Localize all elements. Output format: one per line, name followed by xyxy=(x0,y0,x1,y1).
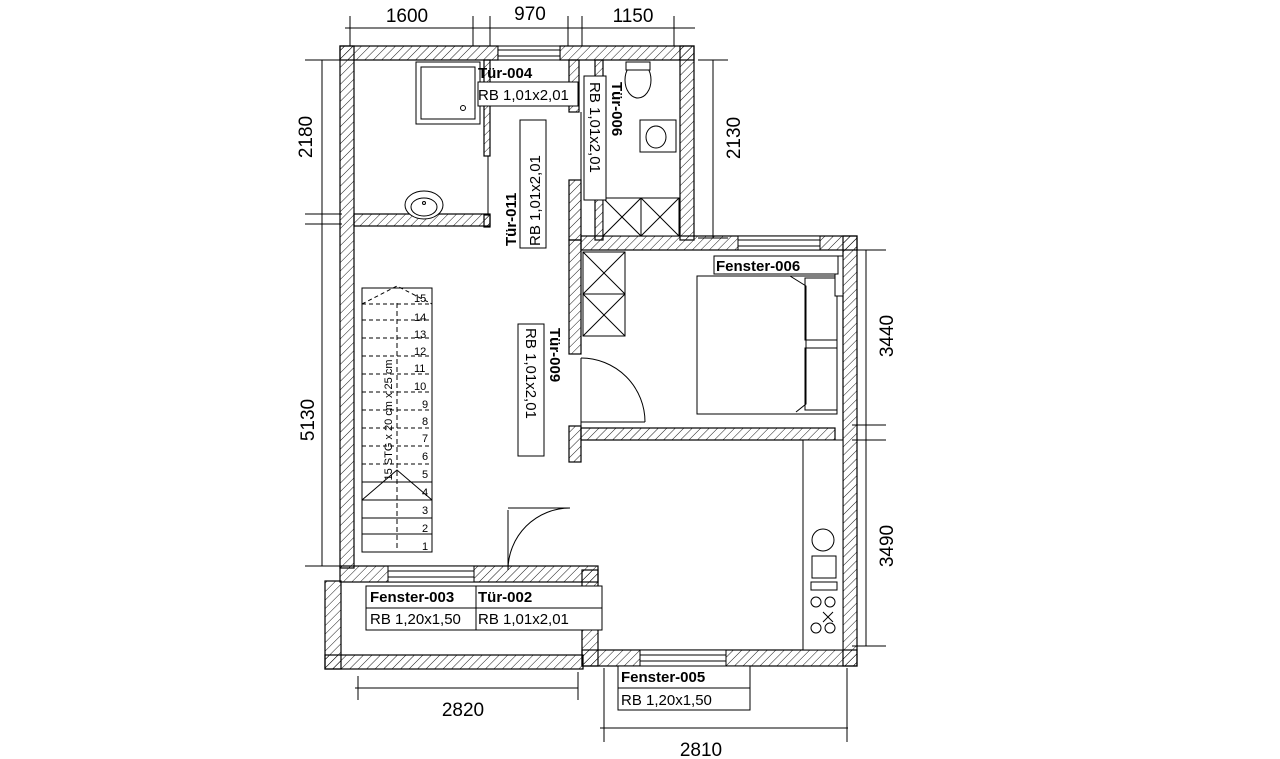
door-009-name: Tür-009 xyxy=(546,328,563,382)
window-006-name: Fenster-006 xyxy=(716,258,800,275)
step-15: 15 xyxy=(414,293,426,305)
door-tag-009: Tür-009 RB 1,01x2,01 xyxy=(517,323,563,457)
dim-top-3: 1150 xyxy=(613,6,654,27)
dim-right-2: 3440 xyxy=(877,315,898,357)
step-8: 8 xyxy=(422,416,428,428)
step-11: 11 xyxy=(414,363,425,375)
door-swings xyxy=(487,112,646,571)
dim-top-2: 970 xyxy=(514,4,546,25)
door-011-name: Tür-011 xyxy=(503,193,520,246)
dim-bottom-1: 2820 xyxy=(442,700,484,721)
step-3: 3 xyxy=(422,505,428,517)
step-4: 4 xyxy=(422,487,428,499)
windows xyxy=(387,45,821,667)
step-2: 2 xyxy=(422,523,428,535)
step-10: 10 xyxy=(414,381,426,393)
step-12: 12 xyxy=(414,346,426,358)
stairs xyxy=(361,285,433,553)
step-13: 13 xyxy=(414,329,426,341)
window-005-name: Fenster-005 xyxy=(621,669,705,686)
window-tag-006: Fenster-006 xyxy=(713,255,839,275)
door-004-spec: RB 1,01x2,01 xyxy=(478,87,569,104)
stair-numbers: 1 2 3 4 5 6 7 8 9 10 11 12 13 14 15 15 S… xyxy=(383,293,428,553)
step-1: 1 xyxy=(422,541,428,553)
dimension-lines xyxy=(305,16,886,742)
door-tag-006: Tür-006 RB 1,01x2,01 xyxy=(583,75,625,201)
window-003-name: Fenster-003 xyxy=(370,589,454,606)
door-tag-002: Tür-002 RB 1,01x2,01 xyxy=(475,585,603,631)
window-003-spec: RB 1,20x1,50 xyxy=(370,611,461,628)
dim-right-3: 3490 xyxy=(877,525,898,567)
dim-bottom-2: 2810 xyxy=(680,740,722,759)
stair-note: 15 STG x 20 cm x 25 cm xyxy=(383,359,395,480)
dim-left-1: 2180 xyxy=(296,116,317,158)
door-004-name: Tür-004 xyxy=(478,65,533,82)
door-tag-004: Tür-004 RB 1,01x2,01 xyxy=(477,65,579,107)
step-7: 7 xyxy=(422,433,428,445)
door-009-spec: RB 1,01x2,01 xyxy=(522,328,539,419)
window-tag-005: Fenster-005 RB 1,20x1,50 xyxy=(617,665,751,711)
door-tag-011: Tür-011 RB 1,01x2,01 xyxy=(503,119,547,249)
door-002-spec: RB 1,01x2,01 xyxy=(478,611,569,628)
step-5: 5 xyxy=(422,469,428,481)
step-14: 14 xyxy=(414,312,426,324)
door-006-spec: RB 1,01x2,01 xyxy=(586,82,603,173)
door-006-name: Tür-006 xyxy=(608,82,625,136)
kitchen-counter xyxy=(802,439,844,651)
window-tag-003: Fenster-003 RB 1,20x1,50 xyxy=(365,585,485,631)
dim-top-1: 1600 xyxy=(386,6,428,27)
fixtures xyxy=(404,61,844,651)
dim-right-1: 2130 xyxy=(724,117,745,159)
step-9: 9 xyxy=(422,399,428,411)
dim-left-2: 5130 xyxy=(298,399,319,441)
door-011-spec: RB 1,01x2,01 xyxy=(527,155,544,246)
door-002-name: Tür-002 xyxy=(478,589,532,606)
step-6: 6 xyxy=(422,451,428,463)
window-005-spec: RB 1,20x1,50 xyxy=(621,692,712,709)
